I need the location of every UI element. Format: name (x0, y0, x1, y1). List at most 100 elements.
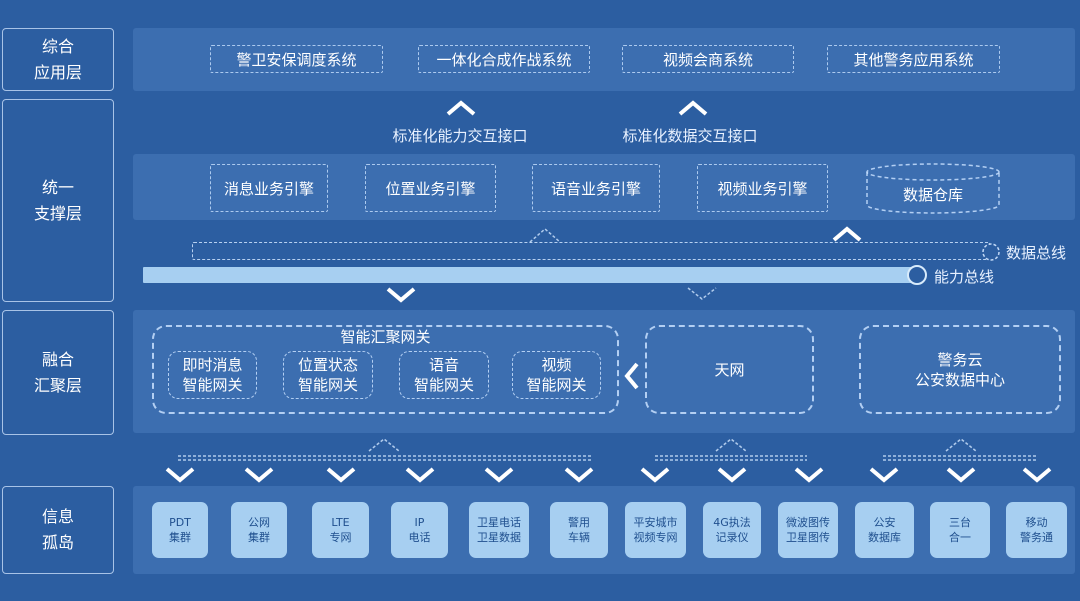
skynet-box (645, 325, 814, 414)
source-tile: 移动警务通 (1006, 502, 1067, 558)
down-chevron-icon (244, 467, 274, 483)
layer-label-application: 综合应用层 (2, 28, 114, 91)
police-cloud-box (859, 325, 1061, 414)
app-system-box: 警卫安保调度系统 (210, 45, 383, 73)
source-line: 三台 (949, 516, 971, 529)
source-line: 警务通 (1020, 531, 1053, 544)
support-panel (133, 154, 1075, 220)
gateway-line: 智能网关 (182, 376, 243, 394)
source-line: PDT (169, 516, 191, 529)
source-line: 警用 (568, 516, 590, 529)
source-line: 视频专网 (633, 531, 678, 544)
data-bus-bar (192, 242, 990, 260)
down-chevron-icon (794, 467, 824, 483)
police-cloud-line: 公安数据中心 (914, 370, 1005, 389)
gateway-line: 即时消息 (182, 356, 243, 374)
database-cylinder-icon (866, 163, 1000, 214)
source-line: 卫星图传 (786, 531, 830, 544)
down-chevron-icon (640, 467, 670, 483)
source-line: 公安 (873, 516, 896, 529)
source-line: IP (414, 516, 425, 529)
source-line: 公网 (248, 516, 270, 529)
down-chevron-icon (405, 467, 435, 483)
source-line: 集群 (169, 531, 191, 544)
source-tile: 公安数据库 (855, 502, 914, 558)
gateway-line: 语音 (428, 356, 459, 374)
down-chevron-icon (1022, 467, 1052, 483)
gateway-box: 语音智能网关 (399, 351, 489, 399)
data-bus-label: 数据总线 (1006, 244, 1067, 262)
source-tile: IP 电话 (391, 502, 448, 558)
down-chevron-icon (165, 467, 195, 483)
app-system-box: 一体化合成作战系统 (418, 45, 590, 73)
data-warehouse-label: 数据仓库 (902, 186, 963, 204)
layer-label-islands: 信息孤岛 (2, 486, 114, 574)
layer-label-line: 支撑层 (33, 203, 82, 223)
down-chevron-icon (564, 467, 594, 483)
source-tile: PDT 集群 (152, 502, 208, 558)
bus-end-circle-icon (982, 243, 1000, 261)
source-tile: 微波图传卫星图传 (778, 502, 838, 558)
layer-label-line: 统一 (41, 177, 74, 197)
gateway-box: 视频智能网关 (512, 351, 601, 399)
source-tile: 三台合一 (930, 502, 990, 558)
police-cloud-line: 警务云 (937, 350, 983, 369)
up-chevron-outline-icon (945, 438, 977, 452)
left-chevron-icon (624, 362, 639, 390)
layer-label-line: 融合 (41, 349, 74, 369)
source-tile: 公网集群 (231, 502, 287, 558)
source-line: LTE (331, 516, 350, 529)
engine-box: 消息业务引擎 (210, 164, 328, 212)
gateway-box: 位置状态智能网关 (283, 351, 373, 399)
source-line: 记录仪 (715, 531, 749, 544)
skynet-label: 天网 (714, 360, 745, 379)
gateway-line: 视频 (541, 356, 572, 374)
source-tile: 4G执法记录仪 (703, 502, 761, 558)
up-chevron-outline-icon (715, 438, 747, 452)
police-cloud-label: 警务云 公安数据中心 (859, 325, 1061, 414)
source-tile: 警用车辆 (550, 502, 608, 558)
engine-box: 视频业务引擎 (697, 164, 828, 212)
source-line: 平安城市 (633, 516, 678, 529)
layer-label-line: 应用层 (33, 62, 82, 82)
gateway-box: 即时消息智能网关 (168, 351, 257, 399)
source-tile: 卫星电话卫星数据 (469, 502, 529, 558)
capability-bus-bar (143, 267, 918, 283)
source-line: 专网 (329, 531, 352, 544)
interface-label: 标准化能力交互接口 (392, 127, 528, 145)
engine-box: 位置业务引擎 (365, 164, 496, 212)
layer-label-support: 统一支撑层 (2, 99, 114, 302)
down-chevron-icon (326, 467, 356, 483)
connector-group (165, 438, 1052, 483)
gateway-line: 智能网关 (526, 376, 587, 394)
down-chevron-icon (946, 467, 976, 483)
down-chevron-icon (869, 467, 899, 483)
up-chevron-icon (832, 226, 862, 242)
up-chevron-icon (446, 100, 476, 116)
down-chevron-icon (386, 287, 416, 303)
source-line: 集群 (248, 531, 270, 544)
up-chevron-outline-icon (368, 438, 400, 452)
source-line: 车辆 (568, 531, 590, 544)
up-chevron-icon (678, 100, 708, 116)
gateway-line: 智能网关 (413, 376, 474, 394)
capability-bus-label: 能力总线 (934, 268, 995, 286)
down-chevron-icon (484, 467, 514, 483)
app-system-box: 其他警务应用系统 (827, 45, 1000, 73)
smart-gateway-title: 智能汇聚网关 (340, 328, 431, 346)
application-panel (133, 28, 1075, 91)
source-tile: 平安城市视频专网 (625, 502, 686, 558)
source-line: 4G执法 (713, 516, 751, 529)
source-line: 电话 (408, 531, 431, 544)
layer-label-line: 信息 (41, 507, 74, 526)
interface-label: 标准化数据交互接口 (622, 127, 758, 145)
source-line: 卫星数据 (477, 531, 521, 544)
bus-end-circle-icon (907, 265, 927, 285)
gateway-line: 智能网关 (297, 376, 358, 394)
down-chevron-outline-icon (687, 287, 717, 300)
source-line: 合一 (949, 531, 971, 544)
gateway-line: 位置状态 (297, 356, 358, 374)
layer-label-line: 综合 (41, 36, 74, 56)
layer-label-line: 孤岛 (41, 533, 74, 552)
smart-gateway-group (152, 325, 619, 414)
